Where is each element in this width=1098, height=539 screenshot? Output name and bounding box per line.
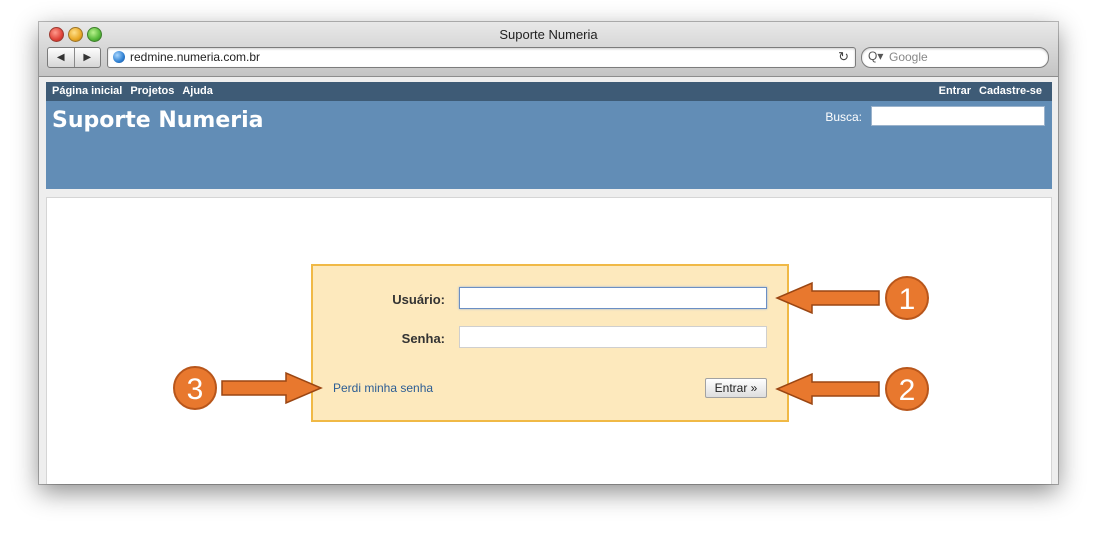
- title-bar: Suporte Numeria ◀ ▶ redmine.numeria.com.…: [39, 22, 1058, 77]
- nav-buttons: ◀ ▶: [47, 47, 101, 68]
- close-window-button[interactable]: [49, 27, 64, 42]
- lost-password-link[interactable]: Perdi minha senha: [333, 381, 434, 395]
- search-label: Busca:: [825, 110, 862, 124]
- globe-icon: [113, 51, 125, 63]
- username-input[interactable]: [459, 287, 767, 309]
- callout-number-3: 3: [187, 373, 204, 406]
- browser-search-field[interactable]: Q▾ Google: [861, 47, 1049, 68]
- search-icon: Q▾: [868, 49, 884, 63]
- callout-arrow-3: [221, 371, 323, 405]
- page-content: Página inicial Projetos Ajuda Entrar Cad…: [39, 77, 1058, 484]
- callout-arrow-1: [775, 281, 880, 315]
- site-header: Suporte Numeria Busca:: [46, 101, 1052, 189]
- url-text: redmine.numeria.com.br: [130, 50, 261, 64]
- forward-button[interactable]: ▶: [75, 48, 101, 67]
- menu-login-link[interactable]: Entrar: [938, 85, 972, 97]
- password-label: Senha:: [401, 331, 445, 346]
- menu-projects-link[interactable]: Projetos: [130, 85, 175, 97]
- username-label: Usuário:: [392, 292, 445, 307]
- back-arrow-icon: ◀: [56, 52, 65, 63]
- callout-number-2: 2: [899, 374, 916, 407]
- search-placeholder: Google: [889, 50, 928, 64]
- callout-number-1: 1: [899, 283, 916, 316]
- callout-arrow-2: [775, 372, 880, 406]
- zoom-window-button[interactable]: [87, 27, 102, 42]
- menu-help-link[interactable]: Ajuda: [182, 85, 213, 97]
- main-content: Usuário: Senha: Perdi minha senha Entrar…: [46, 197, 1052, 484]
- callout-circle-1: 1: [885, 276, 929, 320]
- top-menu: Página inicial Projetos Ajuda Entrar Cad…: [46, 82, 1052, 101]
- menu-register-link[interactable]: Cadastre-se: [979, 85, 1042, 97]
- password-input[interactable]: [459, 326, 767, 348]
- site-title: Suporte Numeria: [52, 108, 264, 133]
- callout-circle-3: 3: [173, 366, 217, 410]
- address-bar[interactable]: redmine.numeria.com.br ↻: [107, 47, 856, 68]
- window-title: Suporte Numeria: [499, 27, 598, 42]
- back-button[interactable]: ◀: [48, 48, 75, 67]
- reload-icon[interactable]: ↻: [838, 49, 849, 64]
- menu-home-link[interactable]: Página inicial: [52, 85, 123, 97]
- browser-window: Suporte Numeria ◀ ▶ redmine.numeria.com.…: [39, 22, 1058, 484]
- forward-arrow-icon: ▶: [83, 52, 92, 63]
- login-submit-button[interactable]: Entrar »: [705, 378, 767, 398]
- callout-circle-2: 2: [885, 367, 929, 411]
- site-search-input[interactable]: [871, 106, 1045, 126]
- minimize-window-button[interactable]: [68, 27, 83, 42]
- login-form: Usuário: Senha: Perdi minha senha Entrar…: [311, 264, 789, 422]
